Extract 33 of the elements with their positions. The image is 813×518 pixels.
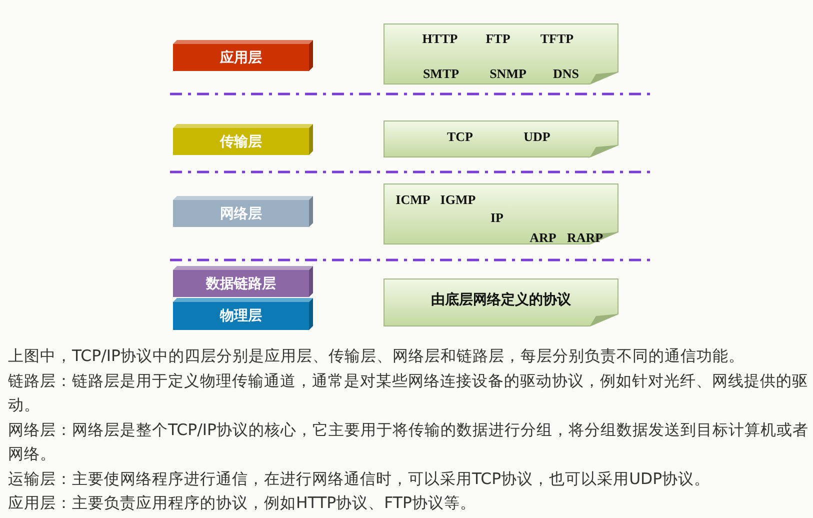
layer-box <box>173 124 313 155</box>
layer-name: 物理层 <box>220 307 262 325</box>
protocol-label: ARP <box>530 230 556 246</box>
layer-name: 应用层 <box>220 48 262 66</box>
protocol-note <box>384 121 618 157</box>
description-text: 应用层：主要负责应用程序的协议，例如HTTP协议、FTP协议等。 <box>8 492 477 514</box>
description-text: 运输层：主要使网络程序进行通信，在进行网络通信时，可以采用TCP协议，也可以采用UDP协议。 <box>8 468 712 490</box>
protocol-label: FTP <box>486 31 510 47</box>
protocol-label: IP <box>490 210 504 226</box>
layer-box <box>173 266 313 297</box>
protocol-note <box>384 279 618 326</box>
protocol-note <box>384 184 618 244</box>
protocol-label: HTTP <box>422 31 458 47</box>
protocol-label: RARP <box>566 230 604 246</box>
protocol-label: UDP <box>524 129 550 145</box>
protocol-label: ICMP <box>396 192 430 208</box>
protocol-label: TFTP <box>540 31 574 47</box>
layer-name: 数据链路层 <box>206 274 276 292</box>
description-text: 链路层：链路层是用于定义物理传输通道，通常是对某些网络连接设备的驱动协议，例如针对光纤、网线提供的驱动。 <box>8 370 809 416</box>
layer-name: 网络层 <box>220 204 262 222</box>
layer-name: 传输层 <box>220 132 262 150</box>
description-text: 网络层：网络层是整个TCP/IP协议的核心，它主要用于将传输的数据进行分组，将分组数据发送到目标计算机或者网络。 <box>8 418 810 465</box>
layer-box <box>173 298 313 330</box>
protocol-label: IGMP <box>440 192 476 208</box>
protocol-note <box>384 24 618 84</box>
protocol-label: SNMP <box>490 66 526 82</box>
protocol-label: 由底层网络定义的协议 <box>431 291 571 309</box>
layer-box <box>173 196 313 227</box>
protocol-label: SMTP <box>422 66 460 82</box>
description-text: 上图中，TCP/IP协议中的四层分别是应用层、传输层、网络层和链路层，每层分别负责不同的通信功能。 <box>8 345 746 367</box>
layer-box <box>173 40 313 71</box>
protocol-label: DNS <box>553 66 579 82</box>
protocol-label: TCP <box>447 129 473 145</box>
